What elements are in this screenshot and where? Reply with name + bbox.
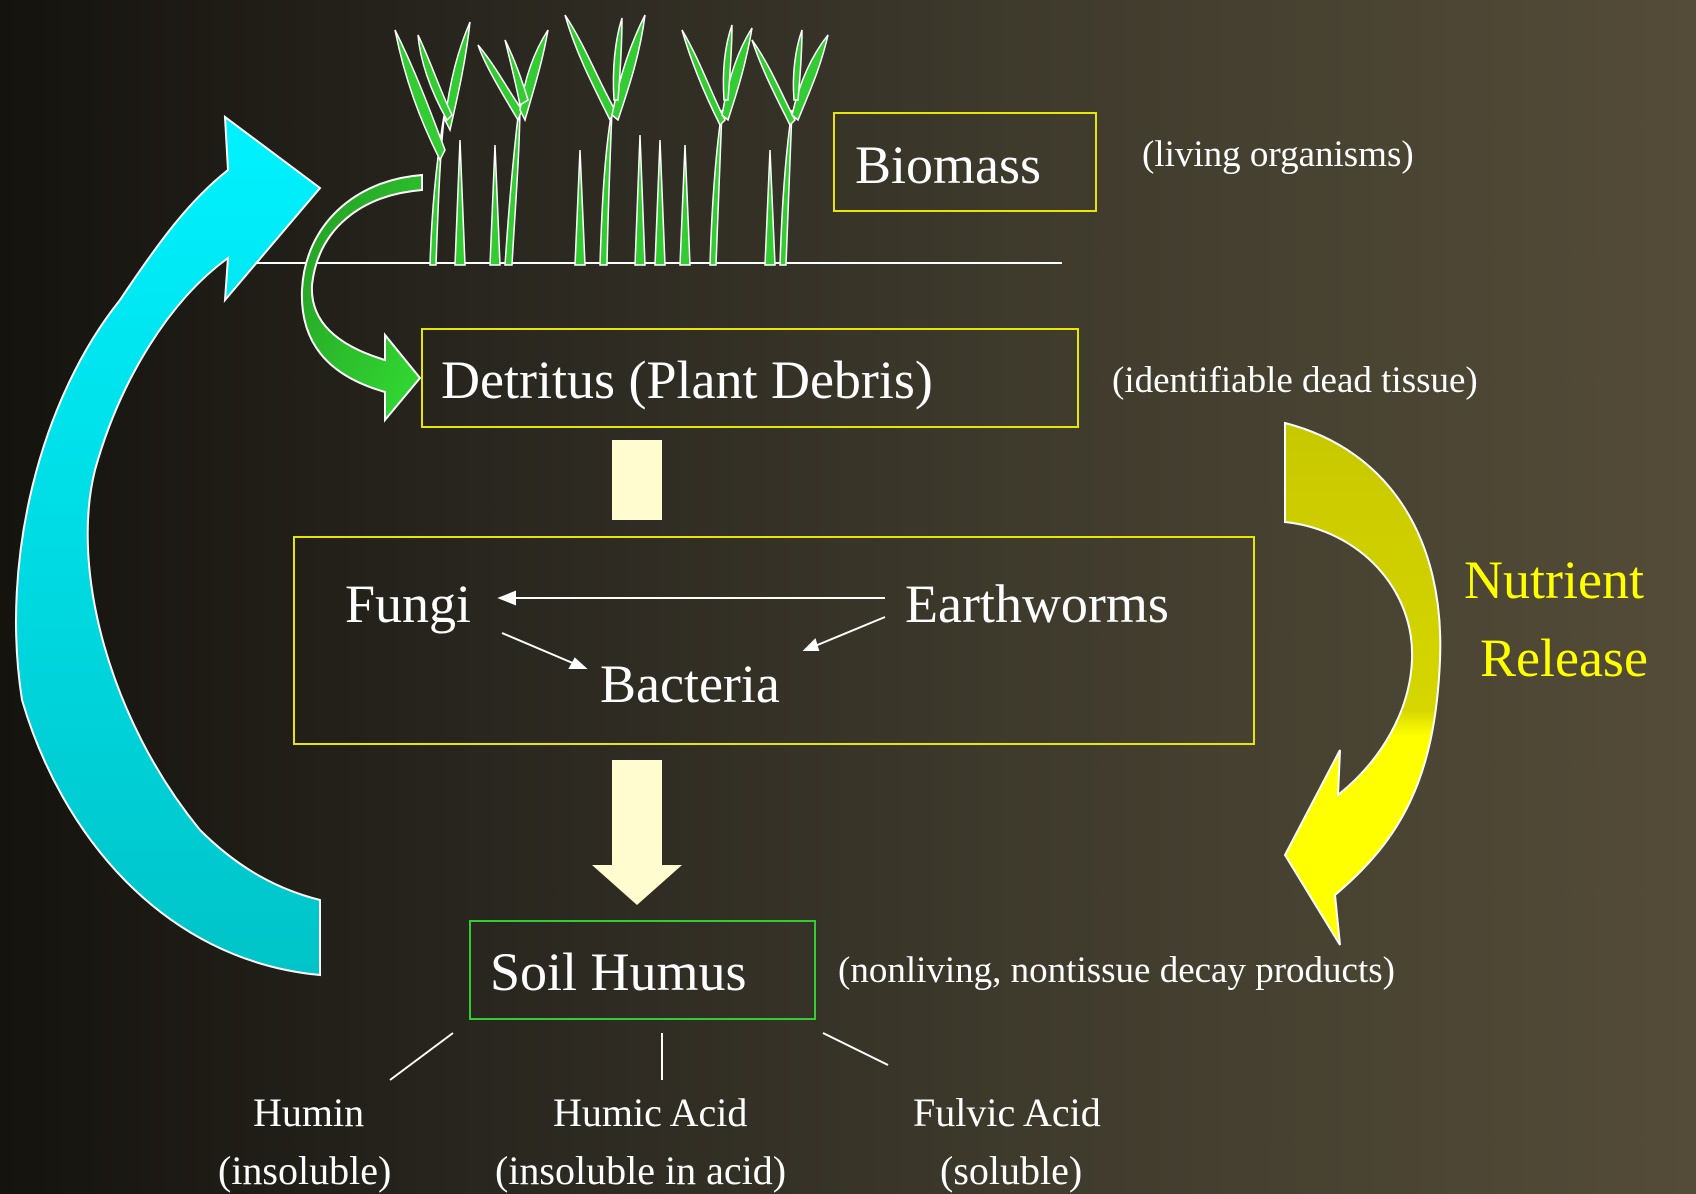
detritus-down-arrow [612, 440, 662, 520]
cyan-cycle-arrow [16, 117, 320, 975]
humin-desc: (insoluble) [218, 1151, 391, 1191]
soil-humus-label: Soil Humus [490, 945, 747, 999]
humin-name: Humin [253, 1093, 364, 1133]
biomass-label: Biomass [855, 138, 1041, 192]
bacteria-label: Bacteria [600, 657, 780, 711]
humic-acid-name: Humic Acid [553, 1093, 747, 1133]
biomass-note: (living organisms) [1142, 136, 1414, 173]
detritus-label: Detritus (Plant Debris) [441, 353, 933, 407]
fungi-label: Fungi [345, 577, 471, 631]
earthworms-label: Earthworms [905, 577, 1169, 631]
humic-acid-desc: (insoluble in acid) [495, 1151, 786, 1191]
green-litterfall-arrow [302, 175, 422, 420]
humus-fraction-lines [390, 1033, 888, 1080]
fulvic-acid-name: Fulvic Acid [913, 1093, 1101, 1133]
fulvic-acid-desc: (soluble) [940, 1151, 1082, 1191]
detritus-note: (identifiable dead tissue) [1112, 362, 1478, 399]
soil-humus-note: (nonliving, nontissue decay products) [838, 952, 1395, 989]
nutrient-release-arrow [1285, 423, 1440, 945]
plant-icon [395, 15, 828, 265]
decomposers-down-arrow [592, 760, 682, 905]
nutrient-release-line1: Nutrient [1464, 553, 1644, 607]
nutrient-release-line2: Release [1480, 631, 1648, 685]
